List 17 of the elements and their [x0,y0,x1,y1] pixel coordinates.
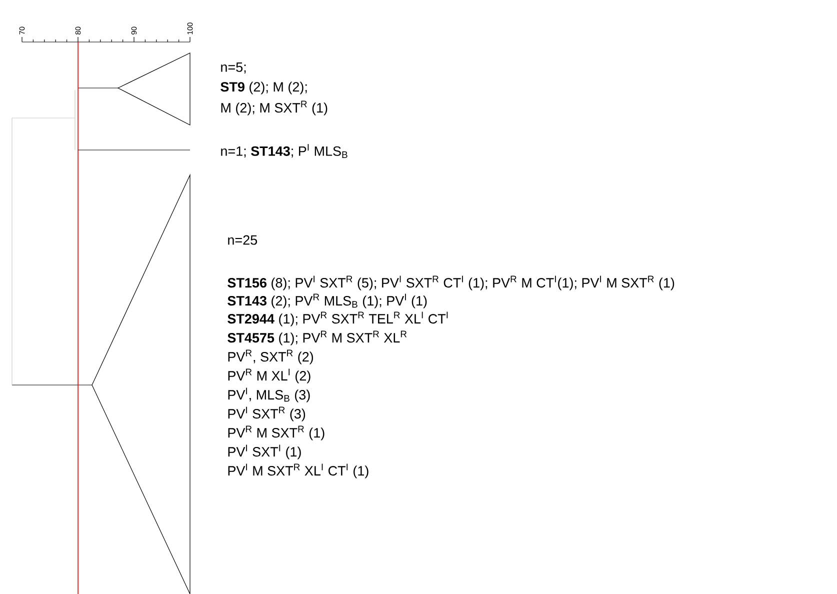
cluster-triangle [92,174,190,594]
cluster-annotation: PV$^{R}$, SXT$^{R}$ (2) [228,350,314,364]
cluster-annotation: PV$^{I}$, MLS$_{B}$ (3) [228,388,310,402]
cluster-annotation: ST4575 (1); PV$^{R}$ M SXT$^{R}$ XL$^{R}$ [228,330,407,346]
cluster-annotation: PV$^{I}$ SXT$^{I}$ (1) [228,444,301,460]
cluster-annotation: PV$^{I}$ SXT$^{R}$ (3) [228,406,306,422]
cluster-annotation: PV$^{I}$ M SXT$^{R}$ XL$^{I}$ CT$^{I}$ (1) [228,464,368,478]
cluster-annotation: n=25 [228,235,258,245]
cluster-annotation: n=5; [221,62,246,74]
cluster-annotation: ST143 (2); PV$^{R}$ MLS$_{B}$ (1); PV$^{I}$ (1) [228,294,427,308]
cluster-annotation: PV$^{R}$ M SXT$^{R}$ (1) [228,426,324,440]
cluster-annotation: ST156 (8); PV$^{I}$ SXT$^{R}$ (5); PV$^{I}$ SXT$^{R}$ CT$^{I}$ (1); PV$^{R}$ M CT$^{I}$(1); PV$^{I}$ M SXT$^{R}$ (1) [228,276,674,290]
cluster-annotation: M (2); M SXT$^{R}$ (1) [221,100,328,116]
cluster-annotation: PV$^{R}$ M XL$^{I}$ (2) [228,368,310,384]
cluster-annotation: ST9 (2); M (2); [220,82,307,94]
cluster-annotation: n=1; ST143; P$^{I}$ MLS$_{B}$ [221,144,348,158]
cluster-annotation: ST2944 (1); PV$^{R}$ SXT$^{R}$ TEL$^{R}$ XL$^{I}$ CT$^{I}$ [228,312,448,326]
